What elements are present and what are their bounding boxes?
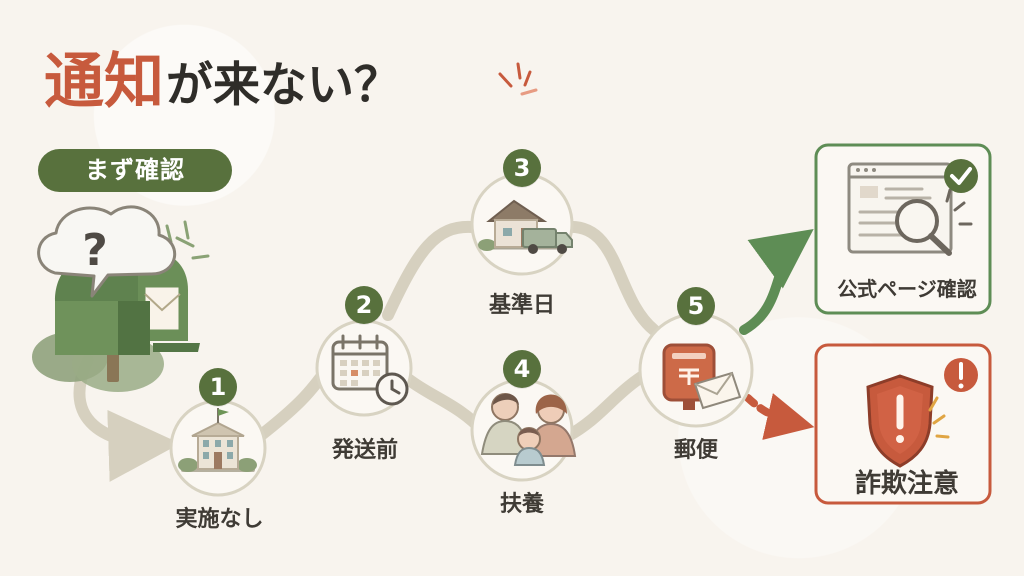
exclamation-icon [944, 358, 978, 392]
connector-to-official [739, 228, 814, 335]
step-badge-4: 4 [503, 350, 541, 388]
magnifier-icon [847, 162, 973, 256]
shield-warning-icon [866, 374, 950, 468]
postbox-icon [662, 343, 742, 410]
title-spark-icon [498, 62, 538, 96]
official-page-label: 公式ページ確認 [837, 277, 977, 301]
question-bubble-icon: ? [37, 205, 177, 298]
connector-to-fraud [744, 393, 815, 440]
step-label-3: 基準日 [488, 293, 555, 318]
subtitle-pill: まず確認 [38, 149, 232, 192]
step-label-4: 扶養 [499, 492, 544, 517]
connector-path-main [254, 220, 660, 442]
step-badge-5: 5 [677, 287, 715, 325]
calendar-clock-icon [331, 334, 409, 406]
svg-text:?: ? [82, 225, 108, 276]
title-accent: 通知 [44, 47, 164, 117]
step-label-2: 発送前 [331, 438, 398, 463]
fraud-warning-label: 詐欺注意 [854, 469, 959, 499]
step-badge-3: 3 [503, 149, 541, 187]
step-label-5: 郵便 [673, 438, 718, 463]
page-title: 通知 が来ない？ [44, 52, 401, 112]
check-icon [944, 159, 978, 193]
step-badge-1: 1 [199, 368, 237, 406]
title-main: が来ない？ [166, 58, 401, 113]
school-building-icon [178, 408, 257, 472]
house-truck-icon [478, 199, 573, 254]
step-badge-2: 2 [345, 286, 383, 324]
family-icon [480, 393, 577, 466]
step-label-1: 実施なし [175, 507, 264, 532]
